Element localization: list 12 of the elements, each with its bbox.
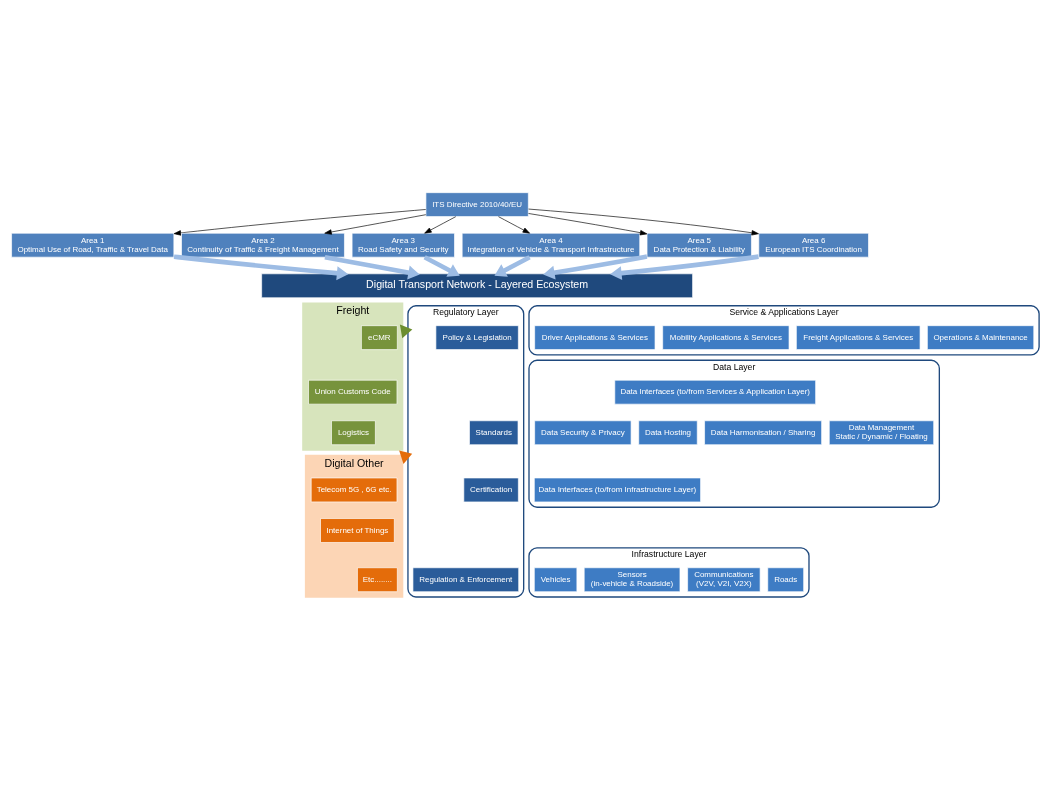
arrow [610, 253, 759, 280]
arrow [173, 253, 349, 280]
arrow [424, 215, 457, 234]
arrow [324, 254, 420, 279]
arrow [173, 208, 427, 236]
arrow [543, 253, 648, 280]
arrow [498, 215, 530, 234]
node-box: Digital Transport Network - Layered Ecosystem [261, 272, 693, 298]
arrow [528, 212, 648, 235]
arrow [324, 213, 427, 235]
arrow [528, 208, 759, 235]
arrow [423, 254, 460, 277]
